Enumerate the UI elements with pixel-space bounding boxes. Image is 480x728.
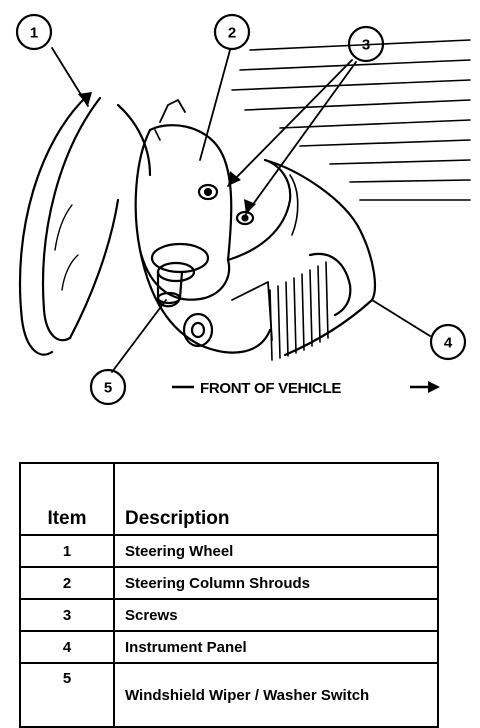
- dashboard-hatching: [231, 39, 471, 201]
- callout-2-circle: [213, 13, 251, 51]
- front-of-vehicle-label: FRONT OF VEHICLE: [200, 380, 341, 397]
- steering-wheel: [18, 93, 152, 356]
- steering-column-diagram: 1 2 3 4 5 FRONT OF VEHICLE: [15, 13, 471, 406]
- row-item: 5: [19, 662, 115, 728]
- row-description: Windshield Wiper / Washer Switch: [113, 662, 439, 728]
- callout-4-label: 4: [444, 335, 453, 352]
- row-description: Instrument Panel: [113, 630, 439, 664]
- row-item: 4: [19, 630, 115, 664]
- table-row: 4 Instrument Panel: [19, 630, 439, 664]
- table-row: 3 Screws: [19, 598, 439, 632]
- legend-table: Item Description 1 Steering Wheel 2 Stee…: [19, 462, 439, 728]
- row-item: 1: [19, 534, 115, 568]
- legend-header-row: Item Description: [19, 462, 439, 536]
- steering-column-shroud: [134, 99, 292, 301]
- row-item: 2: [19, 566, 115, 600]
- callout-5-circle: [89, 368, 127, 406]
- wiper-washer-switch: [150, 242, 210, 308]
- callout-4-circle: [429, 323, 467, 361]
- callout-1-label: 1: [30, 25, 38, 42]
- header-description: Description: [113, 462, 439, 536]
- front-of-vehicle-indicator: FRONT OF VEHICLE: [172, 380, 440, 397]
- callout-3-label: 3: [362, 37, 370, 54]
- row-item: 3: [19, 598, 115, 632]
- header-item: Item: [19, 462, 115, 536]
- callout-5-label: 5: [104, 380, 112, 397]
- row-description: Steering Column Shrouds: [113, 566, 439, 600]
- callout-2-label: 2: [228, 25, 236, 42]
- row-description: Screws: [113, 598, 439, 632]
- table-row: 5 Windshield Wiper / Washer Switch: [19, 662, 439, 728]
- table-row: 2 Steering Column Shrouds: [19, 566, 439, 600]
- callout-3-circle: [347, 25, 385, 63]
- instrument-panel: [263, 158, 376, 361]
- callout-leaders: [51, 47, 431, 373]
- table-row: 1 Steering Wheel: [19, 534, 439, 568]
- arrow-right-icon: [428, 381, 440, 393]
- callout-1-circle: [15, 13, 53, 51]
- row-description: Steering Wheel: [113, 534, 439, 568]
